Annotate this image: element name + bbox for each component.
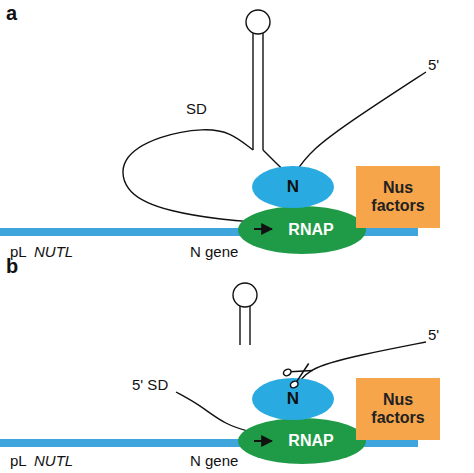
node-outline	[356, 378, 440, 440]
node-outline	[238, 418, 366, 464]
direction-arrow	[254, 228, 272, 230]
direction-arrow	[254, 440, 272, 442]
gene-label: N gene	[190, 452, 238, 469]
rnap-enzyme: RNAP	[238, 206, 366, 254]
panel-letter: a	[6, 2, 17, 25]
hairpin-stem	[239, 306, 240, 345]
rna-end-label: 5'	[428, 56, 439, 73]
hairpin-stem	[262, 33, 263, 150]
n-protein: N	[252, 166, 334, 208]
shine-dalgarno-label: SD	[186, 100, 207, 117]
rna-strand	[123, 130, 255, 222]
rnap-enzyme: RNAP	[238, 418, 366, 464]
nus-factors-box: Nus factors	[356, 378, 440, 440]
hairpin-loop	[233, 283, 257, 307]
node-label: Nus factors	[360, 391, 436, 426]
panel-letter: b	[6, 255, 18, 278]
node-label: N	[287, 178, 299, 197]
hairpin-stem	[252, 33, 253, 150]
hairpin-loop	[246, 10, 270, 34]
n-protein: N	[252, 378, 334, 420]
rna-hairpin	[233, 283, 257, 345]
rna-strand	[176, 392, 255, 433]
hairpin-stem	[249, 306, 250, 345]
rna-end-label: 5'	[428, 326, 439, 343]
node-outline	[252, 378, 334, 420]
scissors-symbol	[282, 358, 315, 389]
node-outline	[356, 166, 440, 228]
shine-dalgarno-label: 5' SD	[132, 376, 168, 393]
promoter-label: pL	[10, 452, 27, 469]
nus-factors-box: Nus factors	[356, 166, 440, 228]
rna-hairpin	[246, 10, 270, 150]
nut-site-label: NUTL	[34, 243, 73, 260]
node-label: Nus factors	[360, 179, 436, 214]
nut-site-label: NUTL	[34, 452, 73, 469]
node-label: RNAP	[288, 432, 333, 450]
rna-strand	[292, 72, 426, 178]
node-outline	[238, 206, 366, 254]
node-outline	[252, 166, 334, 208]
node-label: N	[287, 390, 299, 409]
gene-label: N gene	[190, 243, 238, 260]
node-label: RNAP	[288, 221, 333, 239]
